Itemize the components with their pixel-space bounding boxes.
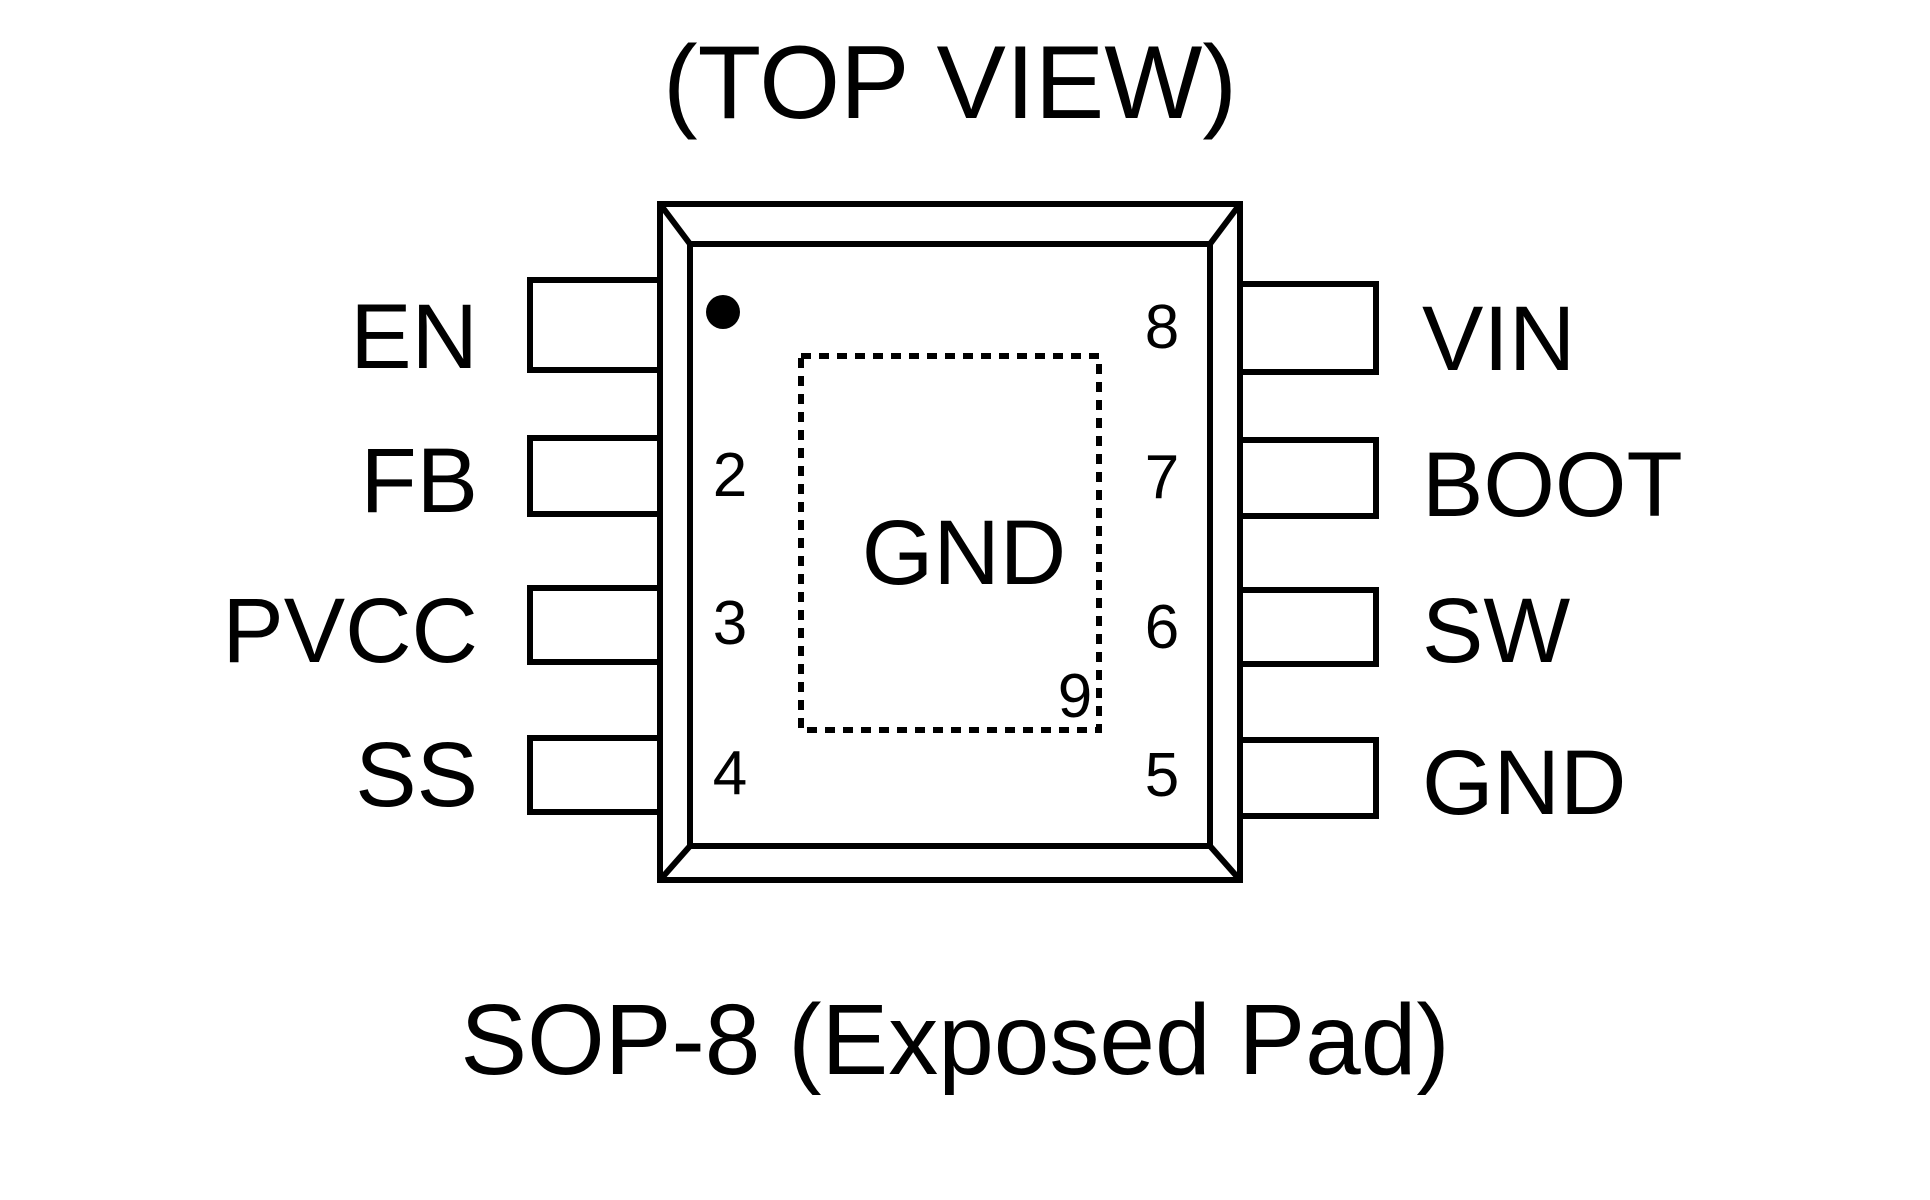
pin-1-label: EN [350,286,478,388]
exposed-pad-label: GND [862,502,1066,604]
pin-4-lead [527,735,663,815]
package-bevel-tr [1207,202,1243,246]
pin-5: GND 5 [1145,732,1627,834]
pin-3-number: 3 [713,589,747,658]
exposed-pad-outline [798,353,1102,733]
pin-4-number: 4 [713,739,747,808]
right-pins: VIN 8 BOOT 7 SW 6 GND 5 [1145,281,1683,834]
pin-7: BOOT 7 [1145,434,1683,536]
pin-2-lead [527,435,663,517]
pin-5-label: GND [1422,732,1626,834]
pin-5-lead [1237,737,1379,819]
exposed-pad-number: 9 [1058,662,1092,731]
pin-1-lead [527,277,663,373]
pin-8-lead [1237,281,1379,375]
pin-4-label: SS [355,724,478,826]
diagram-title: (TOP VIEW) [663,25,1237,141]
package-outer-outline [657,201,1243,883]
package-bevel-tl [657,202,693,246]
pin-6: SW 6 [1145,580,1571,682]
pin-3-label: PVCC [222,580,478,682]
left-pins: EN FB 2 PVCC 3 SS 4 [222,277,747,826]
pin1-indicator-dot [706,295,740,329]
pin-2: FB 2 [360,430,747,532]
package-bevel-bl [657,844,693,882]
pin-4: SS 4 [355,724,747,826]
package-caption: SOP-8 (Exposed Pad) [460,984,1449,1096]
pin-8-label: VIN [1422,288,1575,390]
package-inner-outline [687,241,1213,849]
pin-7-number: 7 [1145,443,1179,512]
pin-2-number: 2 [713,441,747,510]
pin-5-number: 5 [1145,741,1179,810]
pin-7-lead [1237,437,1379,519]
pin-6-label: SW [1422,580,1570,682]
pin-6-number: 6 [1145,593,1179,662]
pin-6-lead [1237,587,1379,667]
pin-8: VIN 8 [1145,281,1575,390]
package-body [657,201,1243,883]
pin-3: PVCC 3 [222,580,747,682]
pin-7-label: BOOT [1422,434,1683,536]
pin-3-lead [527,585,663,665]
pin-8-number: 8 [1145,293,1179,362]
pin-1: EN [350,277,663,388]
package-bevel-br [1207,844,1243,882]
pin-2-label: FB [360,430,478,532]
